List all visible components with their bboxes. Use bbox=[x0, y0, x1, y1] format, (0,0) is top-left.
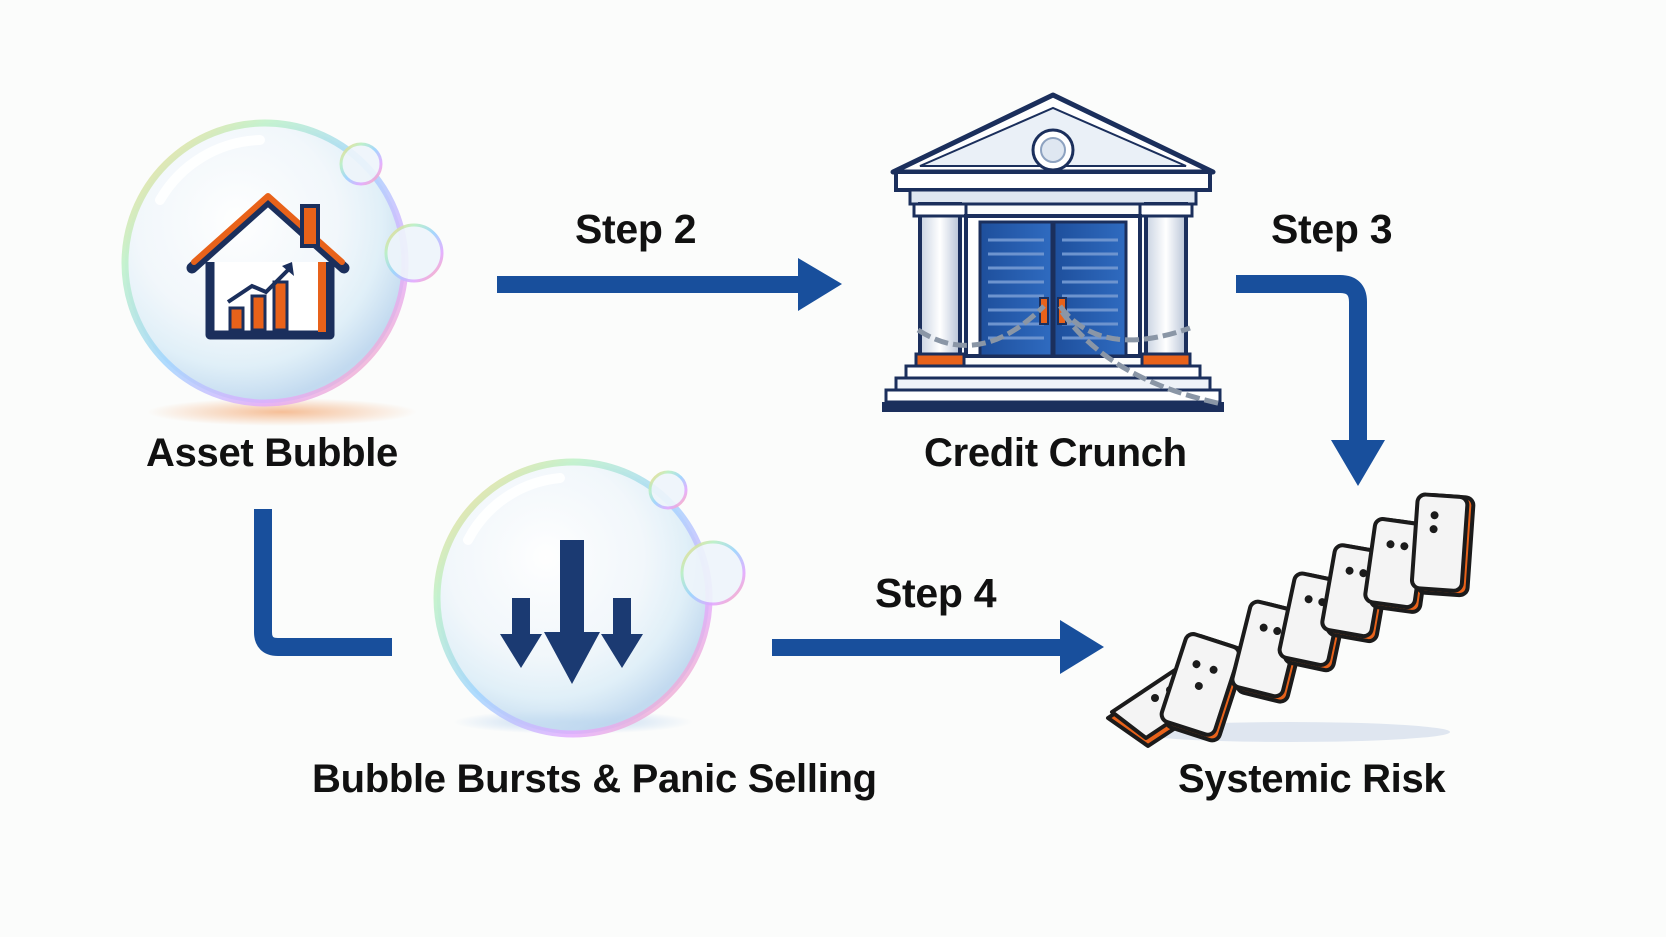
step4-label: Step 4 bbox=[875, 570, 997, 616]
step2-label: Step 2 bbox=[575, 206, 697, 252]
house-chart-icon bbox=[186, 193, 350, 340]
step4-arrow bbox=[772, 620, 1104, 674]
domino-2 bbox=[1159, 632, 1247, 743]
down-arrows-icon bbox=[500, 540, 643, 684]
falling-dominoes-icon bbox=[1106, 492, 1476, 748]
domino-4 bbox=[1277, 571, 1352, 673]
step3-label: Step 3 bbox=[1271, 206, 1393, 252]
node-label-bubble-bursts: Bubble Bursts & Panic Selling bbox=[312, 757, 877, 801]
step3-arrow bbox=[1236, 275, 1385, 486]
bubble-bursts-node bbox=[433, 458, 746, 738]
chain-icon bbox=[916, 304, 1223, 407]
node-label-systemic-risk: Systemic Risk bbox=[1178, 757, 1446, 801]
bank-chained-icon bbox=[882, 92, 1224, 412]
step1-connector bbox=[254, 509, 392, 656]
node-label-asset-bubble: Asset Bubble bbox=[146, 431, 399, 475]
step2-arrow bbox=[497, 258, 842, 311]
node-label-credit-crunch: Credit Crunch bbox=[924, 431, 1187, 475]
bubble-icon bbox=[433, 458, 746, 738]
domino-7 bbox=[1409, 492, 1476, 598]
asset-bubble-node bbox=[121, 119, 444, 426]
